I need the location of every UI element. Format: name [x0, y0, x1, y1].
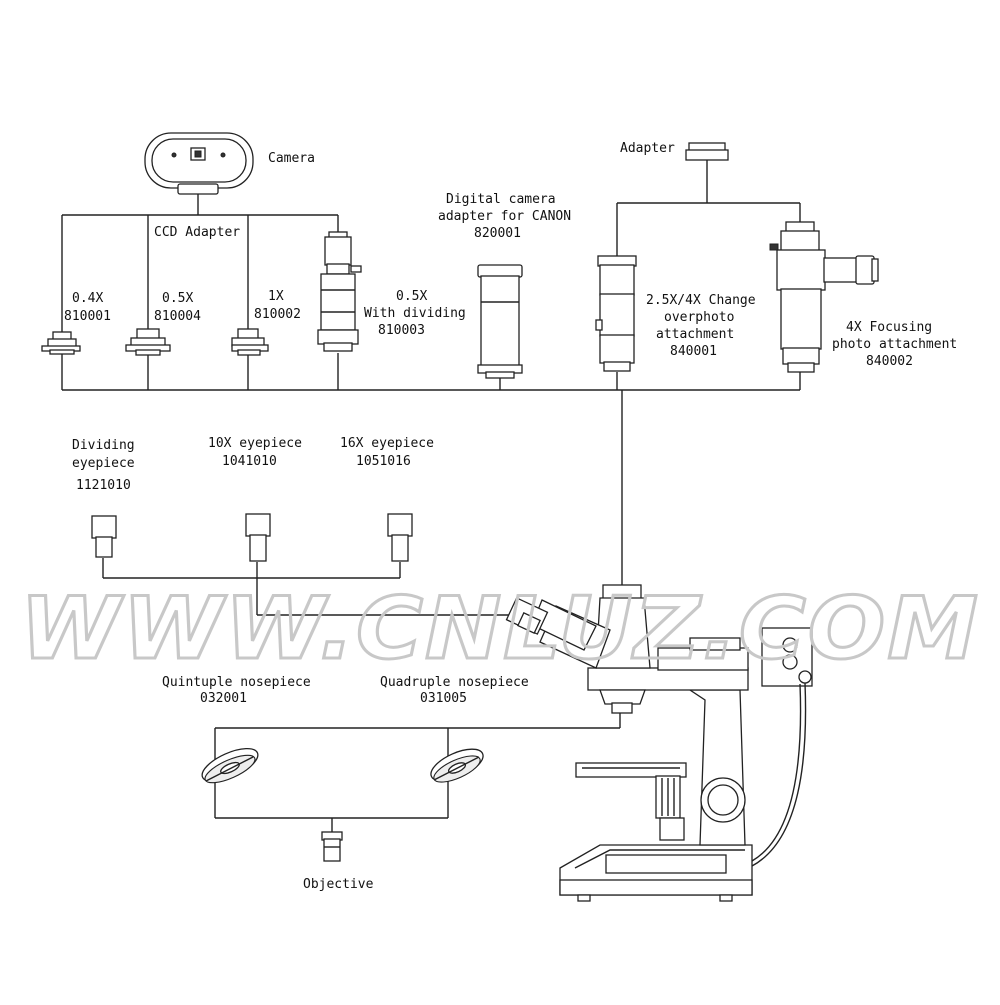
- camera-label: Camera: [268, 151, 315, 166]
- ccd-adapter-label: CCD Adapter: [154, 225, 240, 240]
- dividing-eyepiece-line2: eyepiece: [72, 456, 135, 471]
- change-attachment-line2: overphoto: [664, 310, 734, 325]
- quintuple-nosepiece-code: 032001: [200, 691, 247, 706]
- dividing-eyepiece-icon: [91, 515, 117, 558]
- quintuple-nosepiece-icon: [201, 747, 259, 784]
- watermark-text: WWW.CNLUZ.COM: [20, 579, 980, 679]
- focusing-attachment-code: 840002: [866, 354, 913, 369]
- eyepiece-16x-label: 16X eyepiece: [340, 436, 434, 451]
- dividing-eyepiece-line1: Dividing: [72, 438, 135, 453]
- overphoto-attachment-icon: [595, 255, 637, 372]
- change-attachment-line3: attachment: [656, 327, 734, 342]
- quintuple-nosepiece-label: Quintuple nosepiece: [162, 675, 311, 690]
- dividing-adapter-desc: With dividing: [364, 306, 466, 321]
- adapter-1x-code: 810002: [254, 307, 301, 322]
- adapter-1x-mag: 1X: [268, 289, 284, 304]
- focusing-attachment-icon: [769, 221, 879, 373]
- quadruple-nosepiece-icon: [430, 748, 484, 783]
- objective-label: Objective: [303, 877, 374, 892]
- eyepiece-10x-icon: [245, 513, 271, 562]
- digital-adapter-line1: Digital camera: [446, 192, 556, 207]
- quadruple-nosepiece-code: 031005: [420, 691, 467, 706]
- dividing-eyepiece-code: 1121010: [76, 478, 131, 493]
- adapter-05x-code: 810004: [154, 309, 201, 324]
- dividing-adapter-code: 810003: [378, 323, 425, 338]
- adapter-04x-code: 810001: [64, 309, 111, 324]
- focusing-attachment-line2: photo attachment: [832, 337, 957, 352]
- ccd-adapter-05x-icon: [125, 328, 171, 356]
- digital-camera-adapter-icon: [477, 264, 523, 379]
- change-attachment-code: 840001: [670, 344, 717, 359]
- adapter-label: Adapter: [620, 141, 675, 156]
- connection-lines: [61, 160, 801, 832]
- microscope-icon: [505, 584, 813, 902]
- objective-icon: [321, 831, 343, 862]
- digital-adapter-code: 820001: [474, 226, 521, 241]
- dividing-adapter-icon: [317, 231, 362, 352]
- eyepiece-10x-label: 10X eyepiece: [208, 436, 302, 451]
- camera-icon: [144, 132, 254, 195]
- ccd-adapter-1x-icon: [231, 328, 269, 356]
- digital-adapter-line2: adapter for CANON: [438, 209, 571, 224]
- eyepiece-16x-code: 1051016: [356, 454, 411, 469]
- quadruple-nosepiece-label: Quadruple nosepiece: [380, 675, 529, 690]
- adapter-04x-mag: 0.4X: [72, 291, 103, 306]
- eyepiece-16x-icon: [387, 513, 413, 562]
- ccd-adapter-04x-icon: [41, 331, 81, 355]
- focusing-attachment-line1: 4X Focusing: [846, 320, 932, 335]
- change-attachment-line1: 2.5X/4X Change: [646, 293, 756, 308]
- adapter-05x-mag: 0.5X: [162, 291, 193, 306]
- adapter-icon: [685, 142, 729, 161]
- eyepiece-10x-code: 1041010: [222, 454, 277, 469]
- dividing-adapter-mag: 0.5X: [396, 289, 427, 304]
